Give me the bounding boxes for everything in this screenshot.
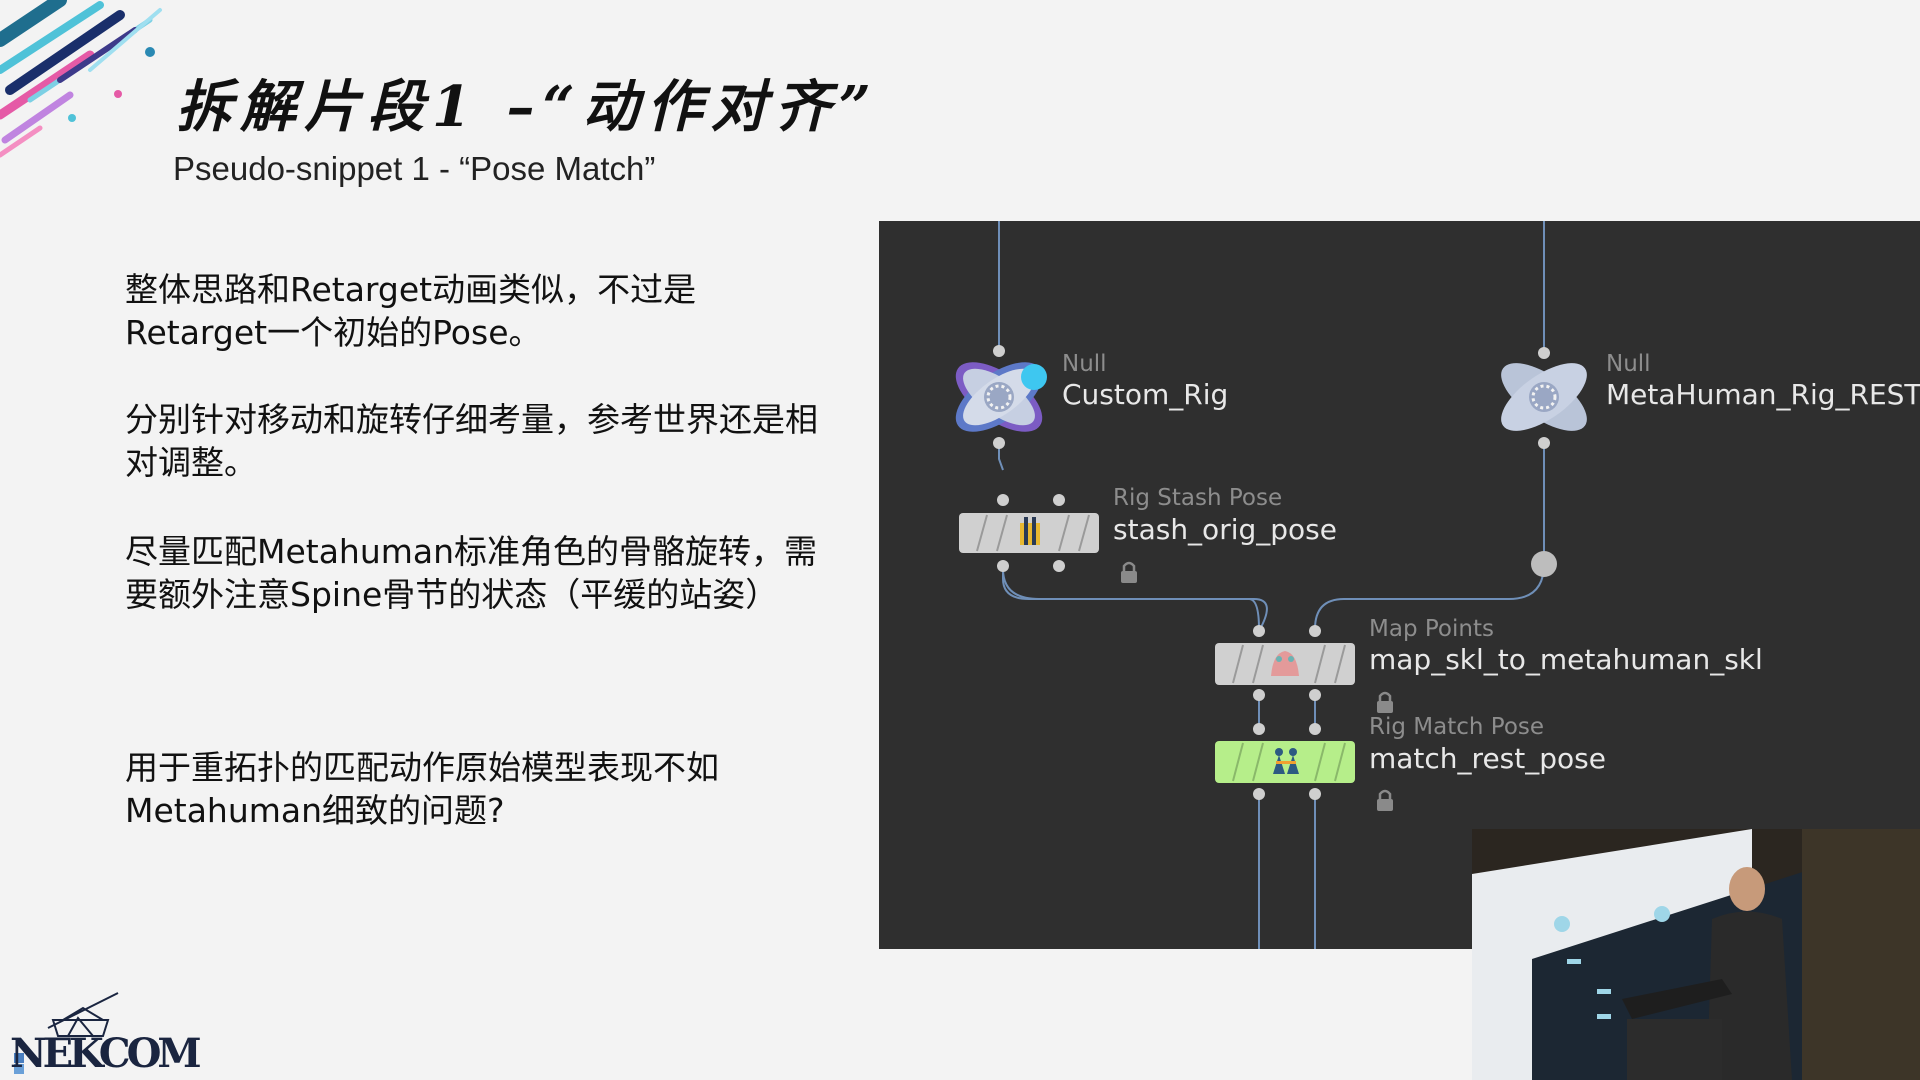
node-type-label: Null bbox=[1062, 351, 1107, 377]
nekcom-logo-text: NEKCOM bbox=[10, 1030, 202, 1077]
rig-stash-pose-node[interactable] bbox=[959, 494, 1137, 583]
body-paragraph: 尽量匹配Metahuman标准角色的骨骼旋转，需要额外注意Spine骨节的状态（… bbox=[125, 532, 818, 614]
node-type-label: Map Points bbox=[1369, 616, 1494, 642]
nekcom-logo-mark bbox=[14, 992, 119, 1074]
map-points-icon bbox=[1271, 651, 1299, 676]
node-graph-canvas bbox=[944, 221, 1597, 949]
node-type-label: Null bbox=[1606, 351, 1651, 377]
slide-title-chinese: 拆解片段1 –“动作对齐” bbox=[176, 74, 879, 140]
null-node-icon[interactable] bbox=[1490, 347, 1597, 577]
slide-title-english: Pseudo-snippet 1 - “Pose Match” bbox=[173, 150, 656, 187]
rig-match-pose-icon bbox=[1273, 748, 1299, 774]
body-paragraph: 分别针对移动和旋转仔细考量，参考世界还是相对调整。 bbox=[125, 400, 818, 482]
node-name-label[interactable]: Custom_Rig bbox=[1062, 378, 1229, 411]
decorative-stripes bbox=[0, 0, 162, 158]
node-name-label[interactable]: map_skl_to_metahuman_skl bbox=[1369, 643, 1763, 676]
node-wires bbox=[998, 221, 1545, 949]
node-name-label[interactable]: MetaHuman_Rig_REST bbox=[1606, 378, 1920, 411]
node-name-label[interactable]: match_rest_pose bbox=[1369, 742, 1606, 775]
rig-stash-pose-icon bbox=[1020, 517, 1040, 545]
lock-icon bbox=[1377, 789, 1393, 811]
lock-icon bbox=[1121, 561, 1137, 583]
body-paragraph: 整体思路和Retarget动画类似，不过是Retarget一个初始的Pose。 bbox=[125, 270, 697, 352]
node-graph-panel[interactable]: Null Custom_Rig Null MetaHuman_Rig_REST … bbox=[879, 221, 1920, 949]
null-node-icon[interactable] bbox=[944, 345, 1053, 449]
speaker-video-frame bbox=[1472, 829, 1920, 1080]
node-type-label: Rig Stash Pose bbox=[1113, 485, 1283, 511]
rig-match-pose-node[interactable] bbox=[1215, 723, 1393, 811]
map-points-node[interactable] bbox=[1215, 625, 1393, 713]
lock-icon bbox=[1377, 691, 1393, 713]
node-name-label[interactable]: stash_orig_pose bbox=[1113, 513, 1337, 546]
node-type-label: Rig Match Pose bbox=[1369, 714, 1545, 740]
speaker-video-inset bbox=[1472, 829, 1920, 1080]
body-paragraph: 用于重拓扑的匹配动作原始模型表现不如Metahuman细致的问题? bbox=[125, 748, 719, 830]
